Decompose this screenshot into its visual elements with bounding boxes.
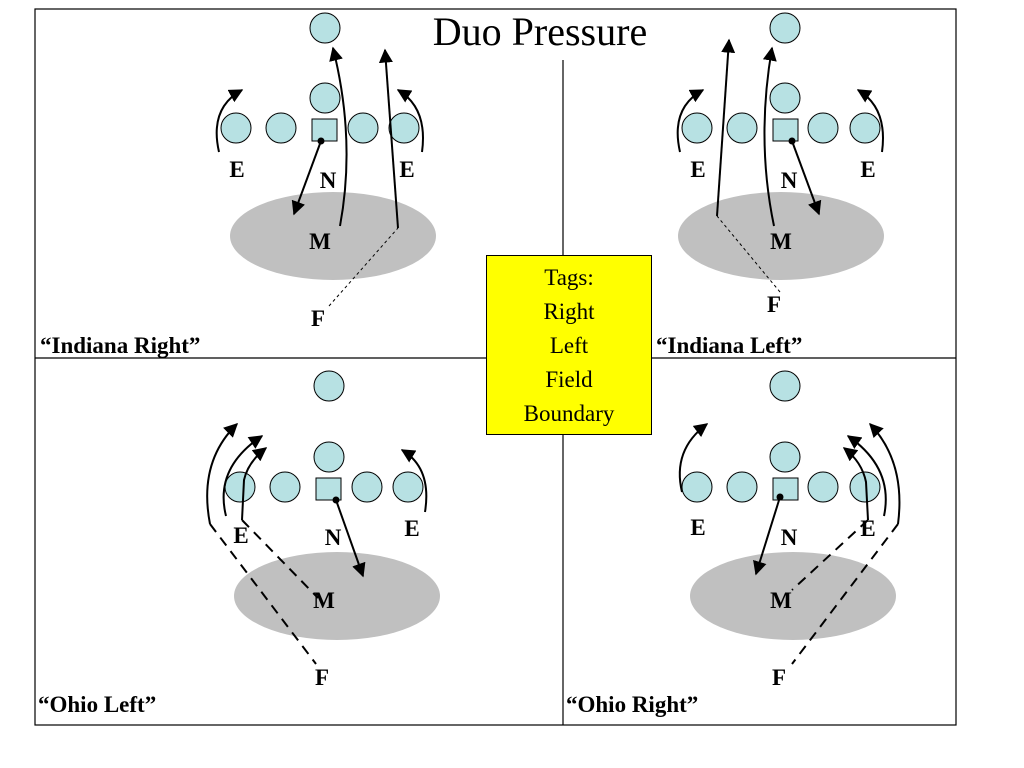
label-mike: M [313, 588, 335, 613]
tag-item: Left [549, 333, 589, 358]
linebacker-player [769, 441, 801, 473]
defensive-tackle-left [269, 471, 301, 503]
free-rush-arrow [869, 422, 901, 525]
label-end-left: E [690, 157, 705, 182]
mike-rush-arrow [222, 435, 264, 517]
label-end-left: E [690, 515, 705, 540]
center-square [311, 118, 338, 142]
defensive-end-left [224, 471, 256, 503]
label-mike: M [309, 229, 331, 254]
mike-path-dashed [791, 519, 869, 591]
play-ohio-right [678, 370, 901, 665]
play-ohio-left [206, 370, 440, 665]
nose-dot [788, 137, 796, 145]
tag-item: Field [545, 367, 593, 392]
label-end-left: E [233, 523, 248, 548]
outer-frame [34, 8, 957, 726]
label-nose: N [320, 168, 337, 193]
defensive-tackle-left [726, 112, 758, 144]
defensive-tackle-right [807, 471, 839, 503]
coverage-zone [690, 552, 896, 640]
label-free: F [772, 665, 786, 690]
defensive-tackle-right [807, 112, 839, 144]
defensive-tackle-left [726, 471, 758, 503]
tags-heading: Tags: [544, 265, 594, 290]
defensive-tackle-left [265, 112, 297, 144]
nose-slant-arrow [791, 140, 822, 216]
safety-player [313, 370, 345, 402]
label-end-right: E [860, 516, 875, 541]
free-rush-arrow [206, 423, 239, 525]
defensive-end-right [849, 471, 881, 503]
linebacker-player [769, 82, 801, 114]
end-rush-arrow-right [842, 447, 869, 521]
label-free: F [315, 665, 329, 690]
play-name-indiana-right: “Indiana Right” [40, 333, 201, 358]
nose-dot [317, 137, 325, 145]
label-mike: M [770, 229, 792, 254]
label-free: F [767, 292, 781, 317]
defensive-tackle-right [351, 471, 383, 503]
label-end-right: E [399, 157, 414, 182]
play-name-ohio-right: “Ohio Right” [566, 692, 699, 717]
free-blitz-arrow [716, 38, 736, 217]
defensive-end-left [220, 112, 252, 144]
label-nose: N [325, 525, 342, 550]
end-rush-arrow-right [396, 89, 424, 153]
defensive-end-right [388, 112, 420, 144]
label-mike: M [770, 588, 792, 613]
end-rush-arrow-left [215, 89, 244, 153]
label-end-left: E [229, 157, 244, 182]
free-path-dashed [791, 523, 899, 665]
defensive-end-left [681, 471, 713, 503]
linebacker-player [309, 82, 341, 114]
safety-player [309, 12, 341, 44]
linebacker-player [313, 441, 345, 473]
label-free: F [311, 306, 325, 331]
mike-blitz-arrow [329, 46, 348, 227]
end-rush-arrow-right [400, 449, 428, 513]
center-square [772, 118, 799, 142]
play-name-indiana-left: “Indiana Left” [656, 333, 803, 358]
defensive-end-left [681, 112, 713, 144]
nose-dot [776, 493, 784, 501]
mike-path-dashed [241, 519, 319, 599]
label-nose: N [781, 168, 798, 193]
free-path-dashed [209, 523, 317, 665]
center-square [315, 477, 342, 501]
defensive-end-right [392, 471, 424, 503]
end-rush-arrow-left [241, 447, 268, 521]
end-rush-arrow-left [678, 423, 709, 493]
play-indiana-left [676, 12, 884, 293]
label-end-right: E [860, 157, 875, 182]
coverage-zone [230, 192, 436, 280]
defensive-tackle-right [347, 112, 379, 144]
position-labels: E N E M F E N E M F E N E M F E N E M F [229, 157, 875, 690]
label-end-right: E [404, 516, 419, 541]
play-name-ohio-left: “Ohio Left” [38, 692, 157, 717]
mike-blitz-arrow [762, 46, 777, 227]
free-path-dotted [716, 215, 781, 293]
coverage-zone [234, 552, 440, 640]
diagram-title: Duo Pressure [432, 9, 648, 54]
end-rush-arrow-right [856, 89, 884, 153]
free-blitz-arrow [378, 48, 399, 229]
safety-player [769, 12, 801, 44]
play-indiana-right [215, 12, 436, 307]
tag-item: Boundary [523, 401, 615, 426]
end-rush-arrow-left [676, 89, 705, 153]
tags-box: Tags: Right Left Field Boundary [486, 255, 652, 435]
nose-slant-arrow [335, 499, 366, 578]
nose-slant-arrow [753, 496, 781, 576]
label-nose: N [781, 525, 798, 550]
safety-player [769, 370, 801, 402]
mike-rush-arrow [846, 435, 887, 517]
free-path-dotted [328, 227, 399, 307]
defensive-end-right [849, 112, 881, 144]
tag-item: Right [543, 299, 595, 324]
nose-slant-arrow [291, 140, 322, 216]
nose-dot [332, 496, 340, 504]
coverage-zone [678, 192, 884, 280]
